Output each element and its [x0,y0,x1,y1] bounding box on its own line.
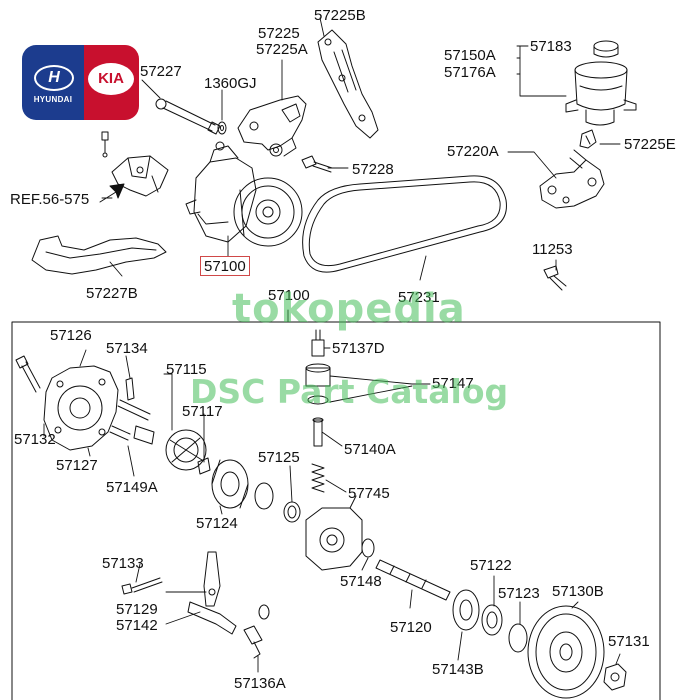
bearing-57143b [452,589,480,631]
spring-57745 [311,463,325,493]
seal-57148 [361,538,375,558]
kia-name: KIA [88,63,134,95]
nut-57131 [603,663,627,691]
hyundai-name: HYUNDAI [33,95,73,104]
label-57124: 57124 [196,515,238,532]
label-57142: 57142 [116,617,158,634]
watermark-tokopedia: tokopedia [232,286,466,332]
bolt-57228 [301,155,333,173]
cam-ring-57115 [165,429,207,471]
washer-1360gj [217,121,227,135]
label-57227b: 57227B [86,285,138,302]
label-57140a: 57140A [344,441,396,458]
label-57127: 57127 [56,457,98,474]
label-57148: 57148 [340,573,382,590]
label-11253: 11253 [532,241,573,258]
pulley-57130b [527,605,605,699]
label-57129: 57129 [116,601,158,618]
front-housing [305,495,363,571]
label-57115: 57115 [166,361,207,378]
bolt-57132 [15,355,41,393]
label-57225: 57225 [258,25,300,42]
snap-ring-57123 [508,623,528,653]
bracket-57225b [317,29,379,139]
label-57123: 57123 [498,585,540,602]
label-57149a: 57149A [106,479,158,496]
bolt-57133 [121,577,163,595]
label-57147: 57147 [432,375,474,392]
label-ref-56-575: REF.56-575 [10,191,90,208]
spring-57125 [283,501,301,523]
label-57225b: 57225B [314,7,366,24]
bracket-57220a [539,149,605,209]
seal-57122 [481,604,503,636]
watermark-dsc-catalog: DSC Part Catalog [190,372,509,411]
bracket-57129 [203,551,221,607]
label-57100-pump: 57100 [200,256,250,276]
pump-57100 [185,141,303,247]
label-57183: 57183 [530,38,572,55]
tube-57142 [187,601,237,635]
label-57136a: 57136A [234,675,286,692]
label-57228: 57228 [352,161,394,178]
heat-shield-57227b [31,235,167,275]
rear-housing-57126 [43,365,119,451]
rotor-57117 [197,457,211,475]
label-57126: 57126 [50,327,92,344]
exploded-view-frame [11,321,661,700]
ref-arrow [99,183,125,203]
bolt-11253 [543,265,567,291]
dowels-57149a [109,425,155,445]
label-57225e: 57225E [624,136,676,153]
o-ring-a [254,482,274,510]
label-57133: 57133 [102,555,144,572]
long-bolt-57227 [155,98,221,135]
label-57143b: 57143B [432,661,484,678]
connector-57136a [243,625,263,659]
label-57131: 57131 [608,633,650,650]
hyundai-logo: H HYUNDAI [22,45,84,120]
reservoir-57150a [565,40,637,126]
label-57745: 57745 [348,485,390,502]
union-57147 [305,363,331,405]
label-57134: 57134 [106,340,148,357]
label-57150a: 57150A [444,47,496,64]
leader-lines [43,17,621,673]
label-57220a: 57220A [447,143,499,160]
label-57117: 57117 [182,403,223,420]
label-57227: 57227 [140,63,182,80]
belt-57231 [302,175,507,273]
label-1360gj: 1360GJ [204,75,257,92]
label-57225a: 57225A [256,41,308,58]
brand-logos: H HYUNDAI KIA [22,45,139,120]
label-57176a: 57176A [444,64,496,81]
label-57130b: 57130B [552,583,604,600]
label-57132: 57132 [14,431,56,448]
label-57100-assembly: 57100 [268,287,310,304]
label-57137d: 57137D [332,340,385,357]
valve-57140a [312,417,324,447]
label-57231: 57231 [398,289,440,306]
label-57122: 57122 [470,557,512,574]
o-ring-small [258,604,270,620]
label-57120: 57120 [390,619,432,636]
shaft-57120 [375,559,451,601]
hyundai-mark: H [34,65,74,91]
bracket-57225 [237,95,307,157]
fitting-57137d [311,329,325,357]
label-57125: 57125 [258,449,300,466]
pins-57134 [117,377,151,421]
plate-57124 [211,459,249,509]
bolt-small-ref [101,131,109,158]
clip-57225e [579,129,597,149]
